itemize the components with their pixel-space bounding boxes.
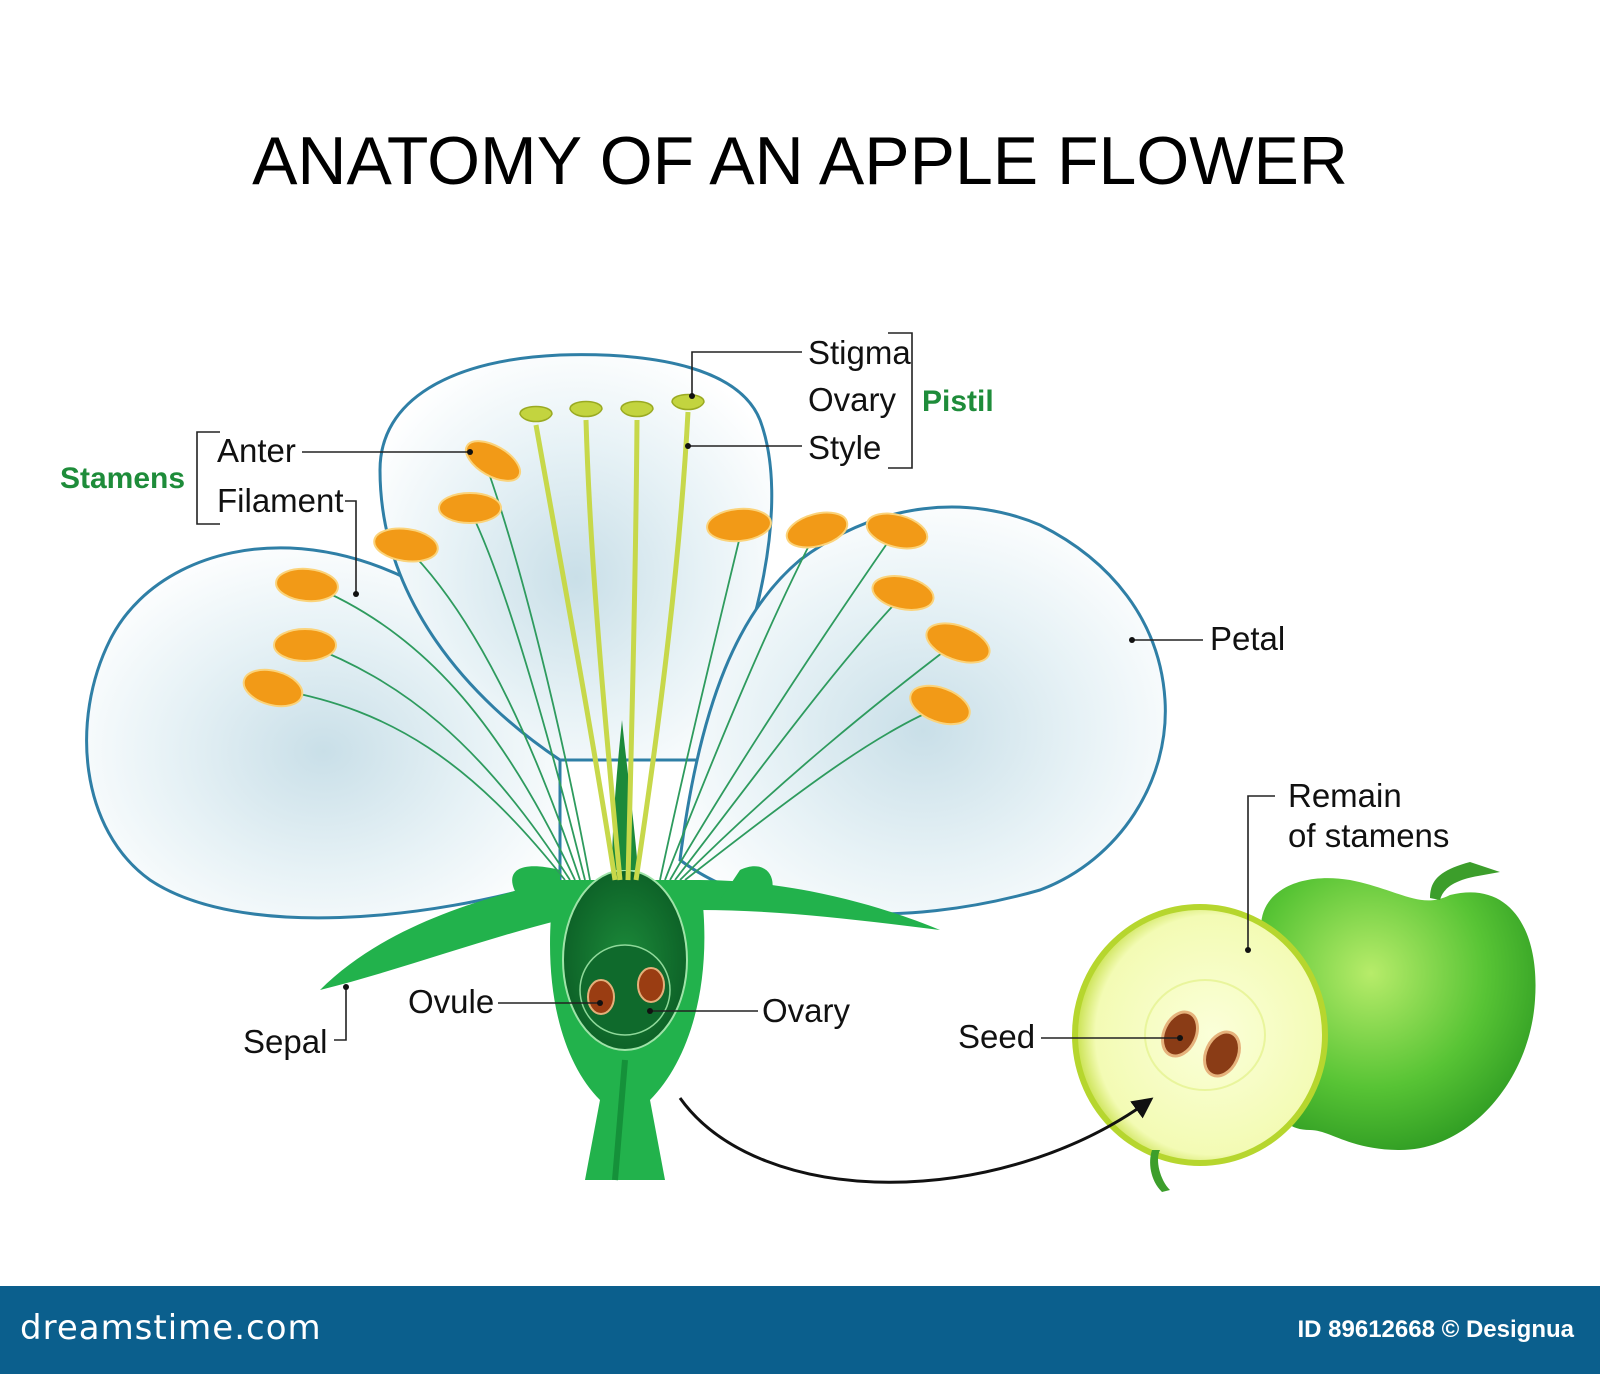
pistil-bracket bbox=[888, 332, 913, 469]
anther-9 bbox=[865, 512, 929, 550]
anther-8 bbox=[785, 511, 849, 549]
leader-lines bbox=[302, 351, 1275, 1041]
label-ovary-pistil: Ovary bbox=[808, 381, 897, 418]
apple-half-core bbox=[1144, 979, 1266, 1091]
seed-1 bbox=[1161, 1010, 1199, 1058]
label-sepal: Sepal bbox=[243, 1023, 327, 1060]
anther-1 bbox=[464, 440, 522, 482]
anther-10 bbox=[871, 575, 935, 611]
footer-bar: dreamstime.com ID 89612668 © Designua bbox=[0, 1286, 1600, 1374]
stigmas bbox=[519, 393, 705, 423]
anthers bbox=[242, 440, 991, 726]
ovule-right bbox=[637, 967, 665, 1003]
footer-image-id: ID 89612668 © Designua bbox=[1297, 1316, 1575, 1343]
stamens-group-label: Stamens bbox=[60, 462, 185, 495]
label-remain-line2: of stamens bbox=[1288, 817, 1449, 854]
label-remain-line1: Remain bbox=[1288, 777, 1402, 814]
label-stigma: Stigma bbox=[808, 334, 911, 371]
stamens-bracket bbox=[196, 431, 220, 525]
anther-11 bbox=[925, 622, 991, 664]
anther-3 bbox=[373, 527, 439, 563]
anther-12 bbox=[909, 684, 971, 726]
apple-stem bbox=[1430, 862, 1500, 900]
anther-4 bbox=[275, 567, 339, 603]
label-style: Style bbox=[808, 429, 881, 466]
stigma-2 bbox=[569, 400, 603, 418]
anther-6 bbox=[242, 668, 304, 708]
apple-half bbox=[1072, 904, 1328, 1192]
stigma-4 bbox=[671, 393, 705, 411]
seed-2 bbox=[1203, 1030, 1241, 1078]
anther-2 bbox=[438, 492, 502, 524]
apple-whole bbox=[1261, 862, 1536, 1150]
anther-5 bbox=[273, 628, 337, 662]
development-arrow bbox=[678, 1097, 1154, 1184]
label-ovary: Ovary bbox=[762, 992, 851, 1029]
pistil-group-label: Pistil bbox=[922, 385, 994, 418]
label-seed: Seed bbox=[958, 1018, 1035, 1055]
styles bbox=[533, 411, 691, 881]
stem-highlight bbox=[612, 1059, 628, 1181]
label-ovule: Ovule bbox=[408, 983, 494, 1020]
ovule-left bbox=[587, 979, 615, 1015]
diagram-title: ANATOMY OF AN APPLE FLOWER bbox=[252, 123, 1348, 199]
sepals bbox=[320, 866, 940, 990]
footer-logo[interactable]: dreamstime.com bbox=[20, 1308, 322, 1348]
label-filament: Filament bbox=[217, 482, 344, 519]
apple-half-stem bbox=[1150, 1150, 1170, 1192]
label-anter: Anter bbox=[217, 432, 296, 469]
anther-7 bbox=[706, 507, 772, 543]
label-petal: Petal bbox=[1210, 620, 1285, 657]
stigma-1 bbox=[519, 405, 553, 423]
stigma-3 bbox=[620, 400, 654, 418]
